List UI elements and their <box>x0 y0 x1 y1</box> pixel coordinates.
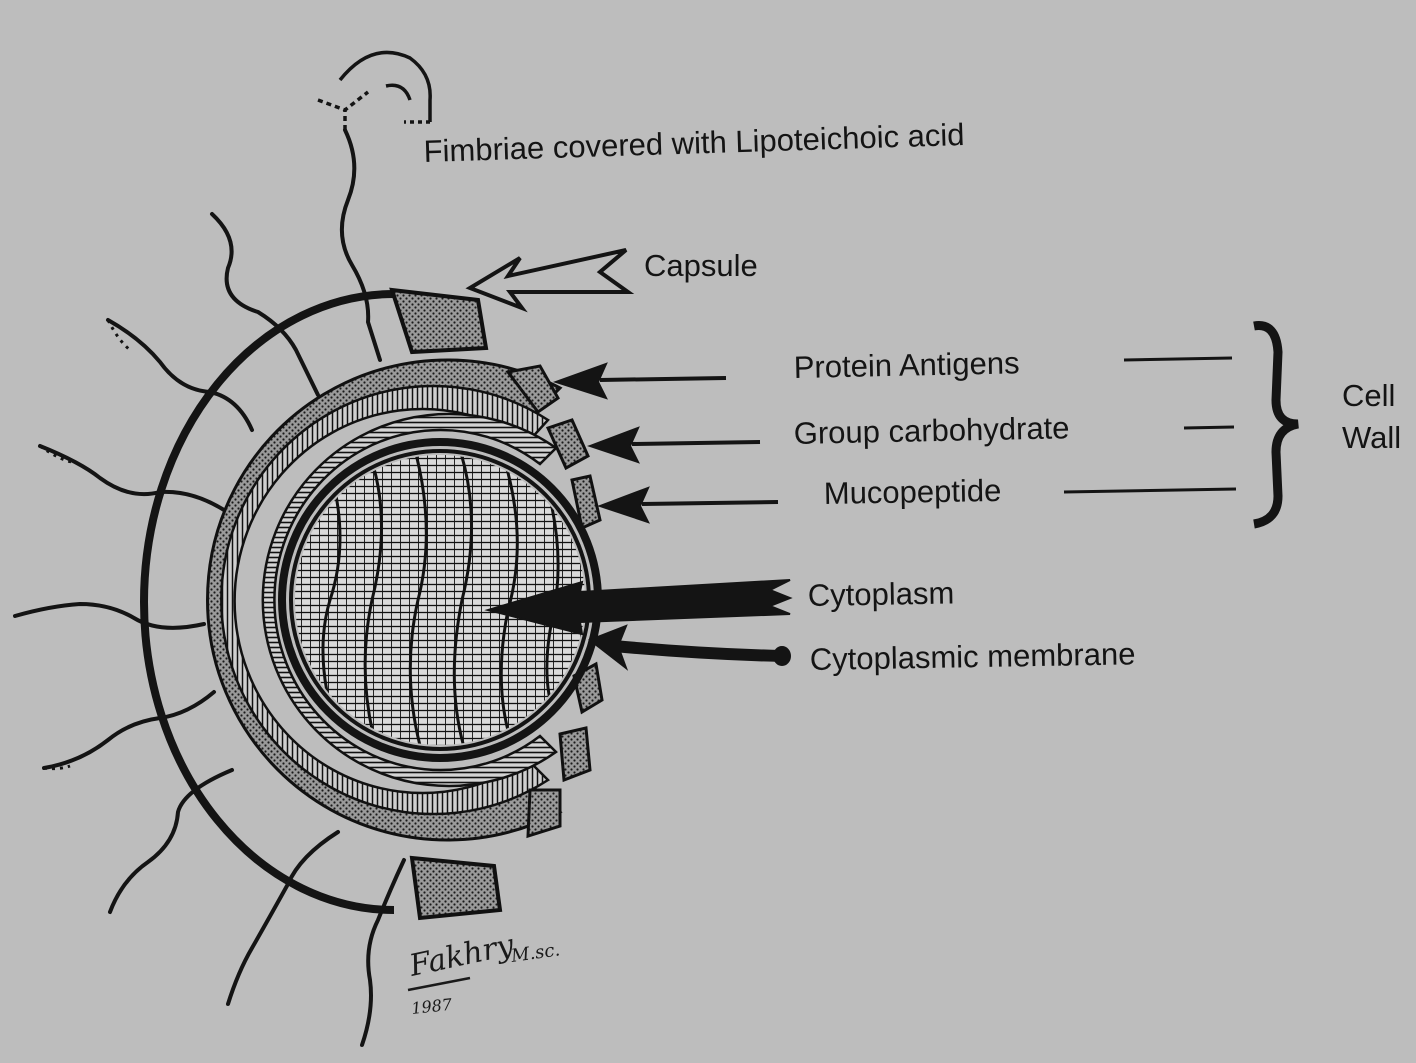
signature-year: 1987 <box>410 995 453 1018</box>
capsule-ring <box>140 290 395 914</box>
cell-wall-brace <box>1253 321 1300 529</box>
fimbria-6 <box>108 768 234 914</box>
capsule-blocks <box>389 287 503 921</box>
label-protein-antigens: Protein Antigens <box>793 345 1019 385</box>
signature-underline <box>407 976 471 992</box>
label-leaders <box>1063 356 1237 494</box>
fimbria-4 <box>13 601 206 630</box>
label-cytoplasm: Cytoplasm <box>808 575 955 613</box>
label-wall: Wall <box>1342 420 1401 455</box>
pointers <box>465 248 793 671</box>
fimbria-2 <box>106 318 254 432</box>
signature-name: Fakhry <box>405 927 517 984</box>
label-cytoplasmic-membrane: Cytoplasmic membrane <box>810 636 1136 677</box>
fimbriae-dotted-tips <box>14 319 131 771</box>
label-capsule: Capsule <box>644 248 758 283</box>
label-fimbriae: Fimbriae covered with Lipoteichoic acid <box>423 117 965 169</box>
label-cell: Cell <box>1342 378 1395 413</box>
fimbria-3 <box>38 444 226 512</box>
fimbriae <box>13 128 406 1047</box>
fimbria-top <box>339 128 382 362</box>
fimbria-1 <box>210 212 320 397</box>
fimbria-7 <box>226 830 340 1006</box>
fimbria-8 <box>360 858 406 1047</box>
fimbria-hook <box>317 50 432 130</box>
artist-signature: Fakhry M.sc. 1987 <box>405 927 561 1018</box>
signature-degree: M.sc. <box>509 939 562 967</box>
labels: Fimbriae covered with Lipoteichoic acid … <box>423 117 1401 677</box>
fimbria-5 <box>42 690 216 770</box>
capsule-arrow <box>465 248 635 313</box>
label-mucopeptide: Mucopeptide <box>824 473 1002 511</box>
label-group-carbohydrate: Group carbohydrate <box>793 410 1069 451</box>
cytoplasm-area <box>295 455 585 745</box>
